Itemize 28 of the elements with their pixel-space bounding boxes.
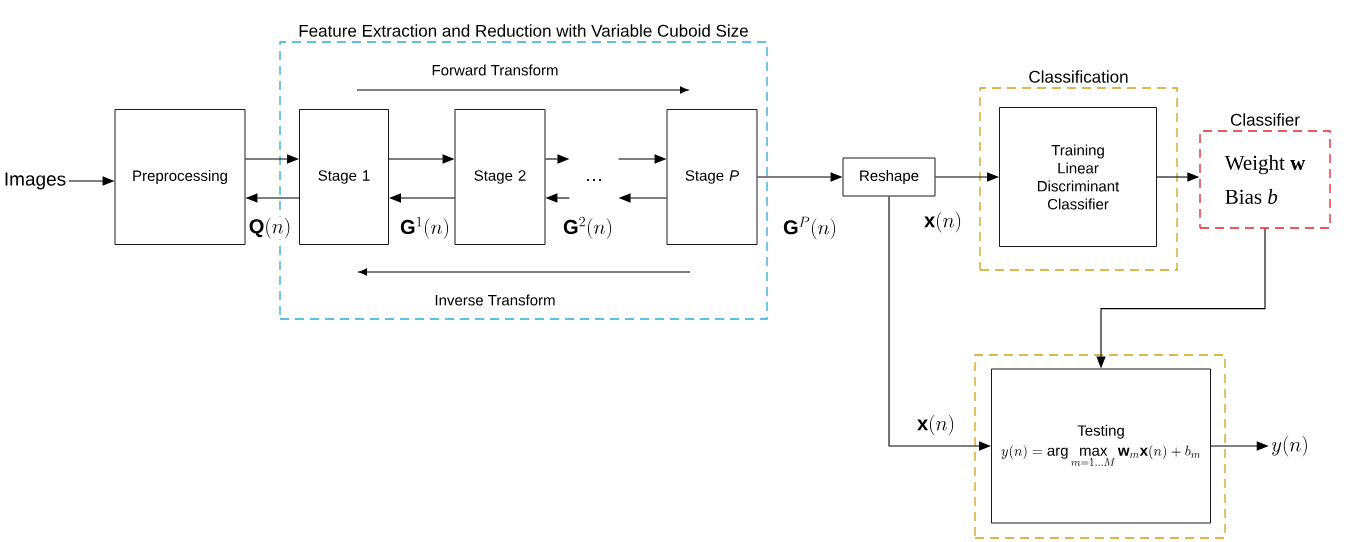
arrow [934, 172, 999, 182]
arrow [389, 193, 456, 203]
edge-label: $\mathbf{Q}(n)$ [247, 216, 293, 240]
process-box: Preprocessing [114, 109, 246, 245]
node-label: Classifier [1230, 113, 1300, 126]
parameter-text: Weight w Bias b [1224, 155, 1306, 204]
edge-label: $\mathbf{G}^{P}(n)$ [782, 215, 838, 241]
arrow [244, 154, 299, 164]
process-box: Stage 2 [454, 109, 546, 245]
output-label: $y(n)$ [1271, 435, 1307, 457]
transform-label: Forward Transform [432, 64, 558, 76]
input-label: Images [5, 172, 66, 190]
process-box: Stage P [666, 109, 758, 245]
arrow [888, 195, 991, 451]
process-box: Training Linear Discriminant Classifier [999, 107, 1157, 247]
edge-label: $\mathbf{x}(n)$ [916, 413, 956, 437]
node-label: Classification [1029, 70, 1128, 83]
process-box: Testing $y(n) = \arg\max_{m=1\ldots M} \mathbf{w}_m \mathbf{x}(n) + b_m$ [991, 368, 1211, 524]
process-box: Reshape [842, 157, 936, 197]
transform-label: Inverse Transform [435, 294, 555, 306]
ellipsis: … [587, 179, 601, 181]
edge-label: $\mathbf{G}^{1}(n)$ [399, 216, 451, 240]
dashed-group-box [974, 354, 1226, 539]
node-label: Feature Extraction and Reduction with Variable Cuboid Size [299, 24, 748, 37]
classifier-box: Classifier Weight w Bias b [1199, 113, 1331, 229]
edge-label: $\mathbf{G}^{2}(n)$ [562, 216, 614, 240]
process-box: Stage 1 [299, 109, 389, 245]
edge-label: $\mathbf{x}(n)$ [923, 210, 963, 234]
